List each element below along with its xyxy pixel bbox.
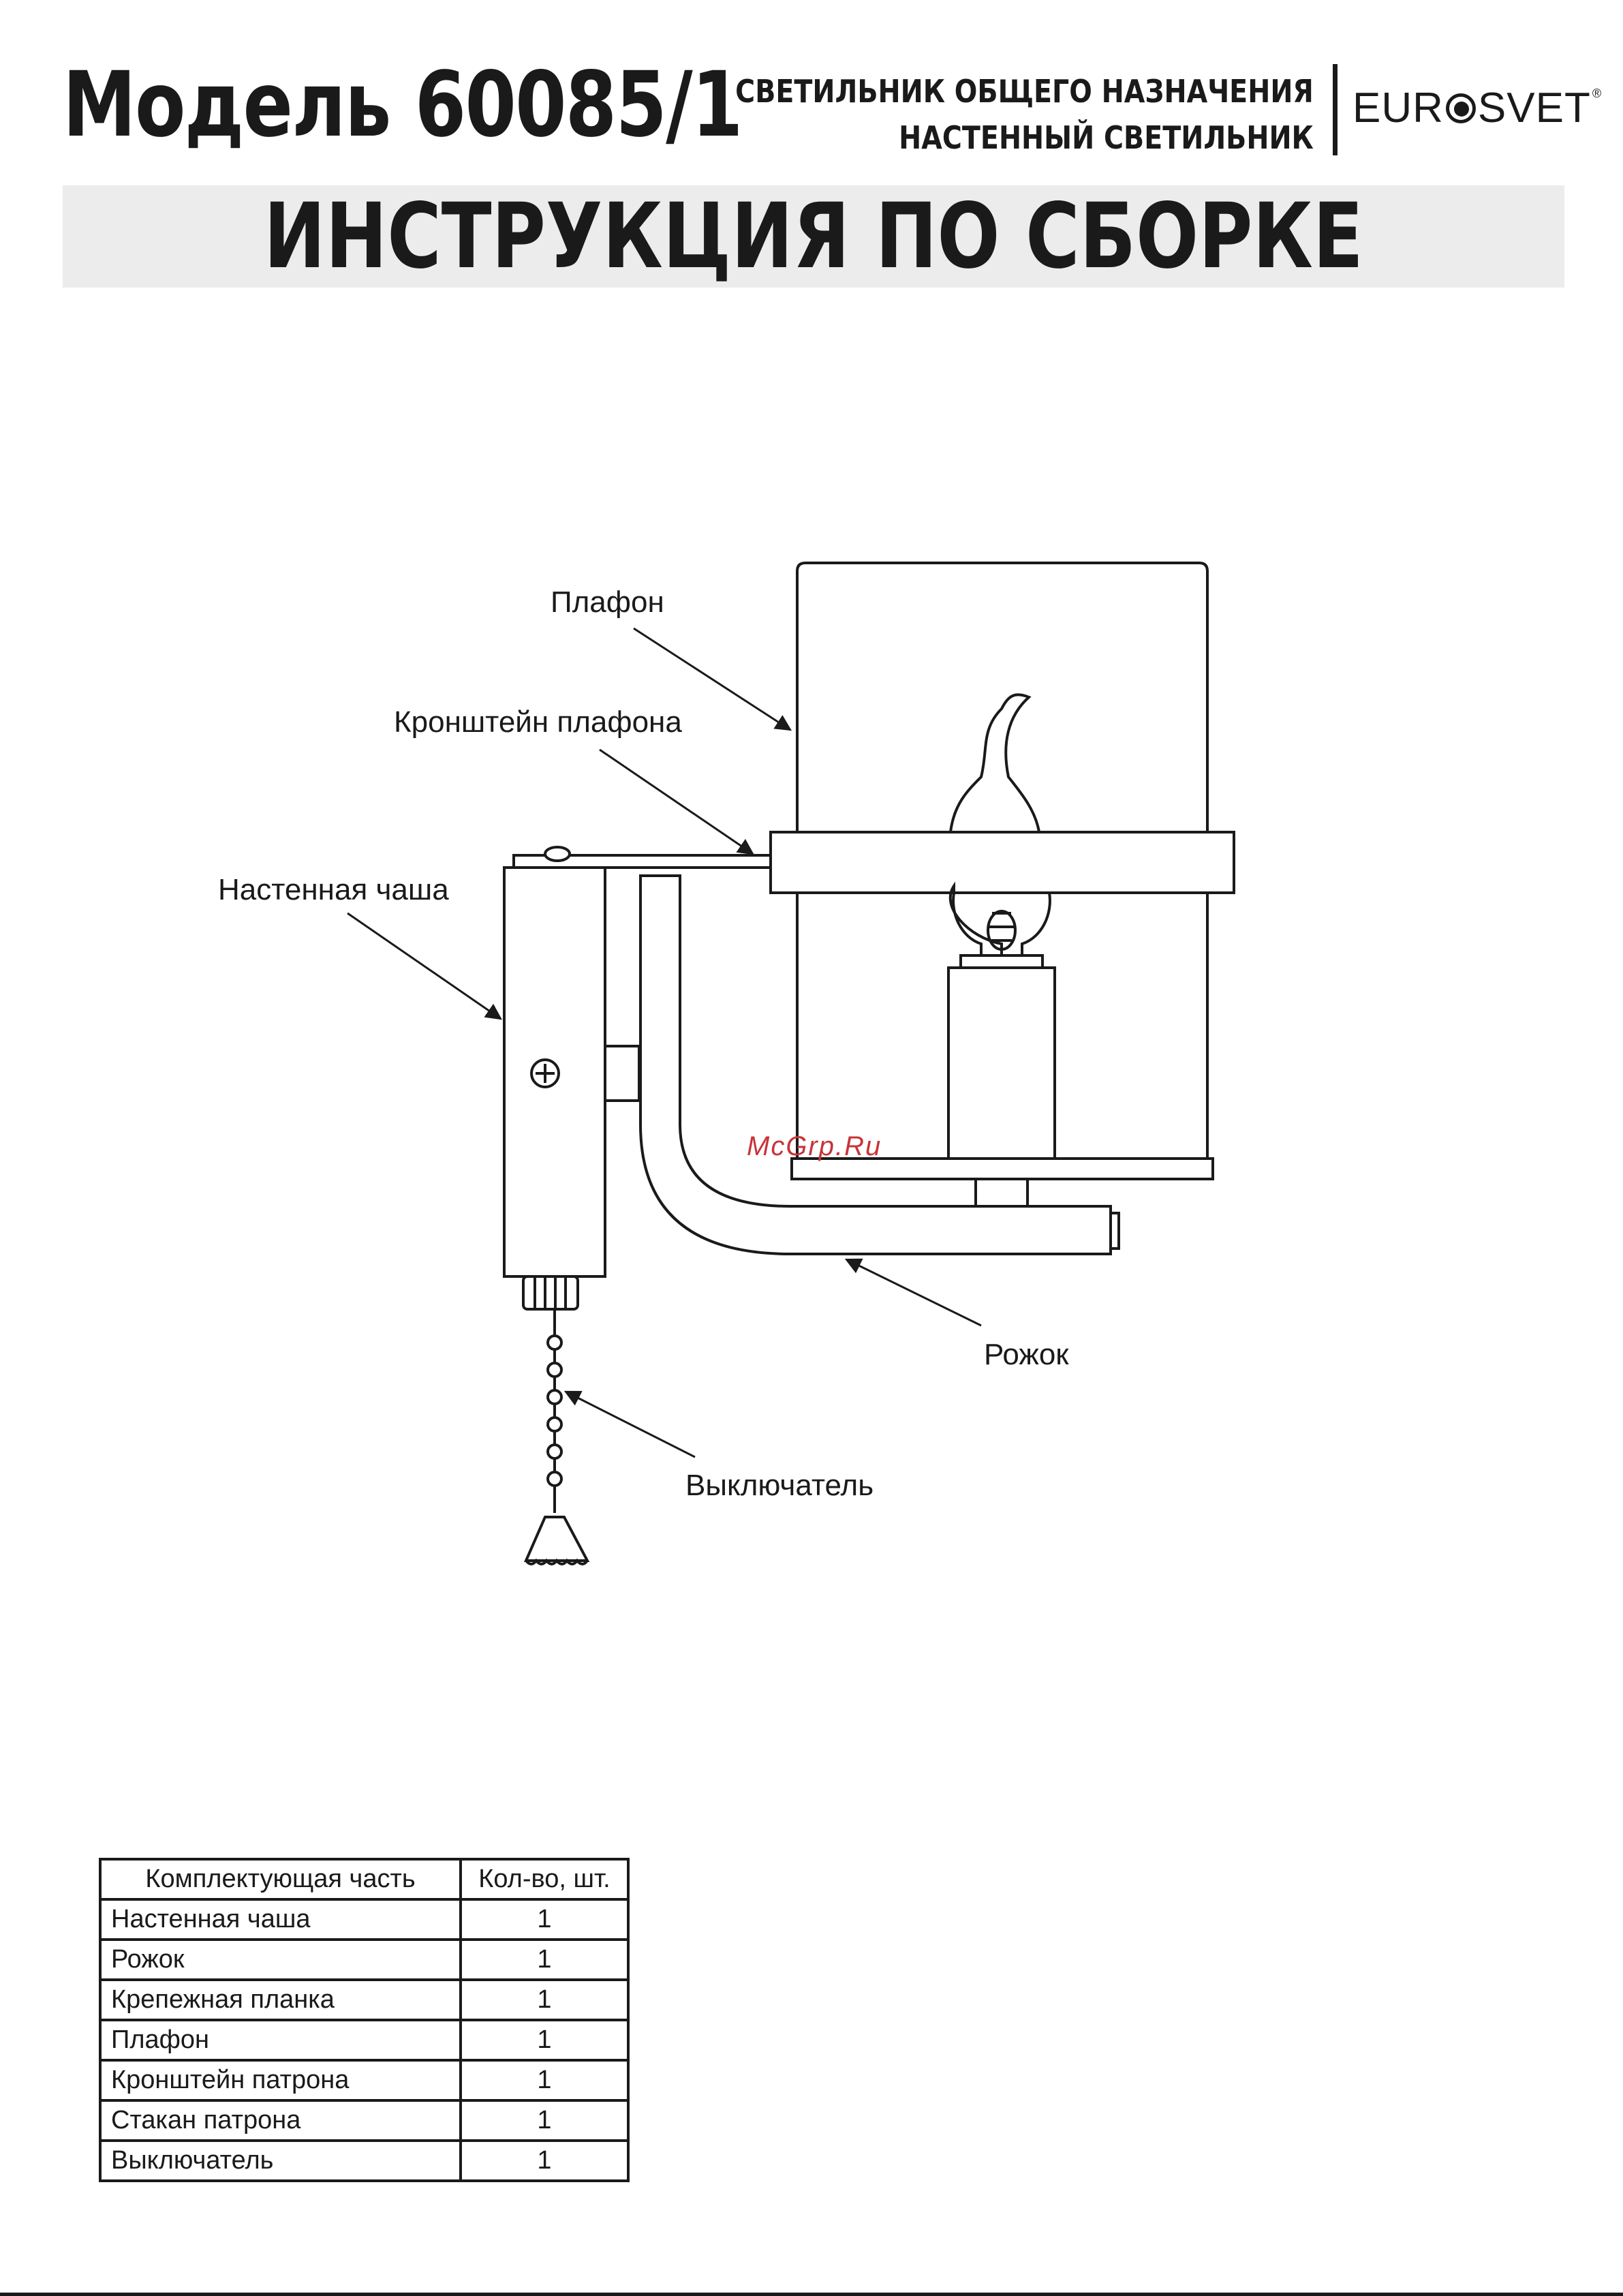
label-wall-cup: Настенная чаша: [218, 875, 449, 905]
part-qty: 1: [461, 2141, 628, 2181]
label-switch: Выключатель: [685, 1471, 874, 1501]
leader-switch: [566, 1392, 695, 1457]
table-row: Стакан патрона 1: [100, 2100, 628, 2141]
part-qty: 1: [461, 2020, 628, 2060]
part-qty: 1: [461, 2100, 628, 2141]
table-row: Плафон 1: [100, 2020, 628, 2060]
part-qty: 1: [461, 2060, 628, 2100]
leader-wall-cup: [347, 913, 501, 1019]
table-row: Кронштейн патрона 1: [100, 2060, 628, 2100]
table-header-row: Комплектующая часть Кол-во, шт.: [100, 1859, 628, 1899]
candle-cup-rim: [961, 955, 1042, 968]
table-row: Рожок 1: [100, 1940, 628, 1980]
leader-shade-bracket: [600, 750, 753, 854]
part-qty: 1: [461, 1980, 628, 2020]
bracket-nut: [545, 847, 570, 861]
part-name: Настенная чаша: [100, 1899, 461, 1940]
part-name: Выключатель: [100, 2141, 461, 2181]
part-name: Плафон: [100, 2020, 461, 2060]
column-header-part: Комплектующая часть: [100, 1859, 461, 1899]
pull-chain-icon: [526, 1309, 587, 1564]
part-name: Стакан патрона: [100, 2100, 461, 2141]
label-plafon: Плафон: [551, 587, 664, 617]
candle-bulb-icon: [950, 694, 1050, 955]
bottom-rule: [0, 2293, 1623, 2296]
part-qty: 1: [461, 1940, 628, 1980]
parts-table: Комплектующая часть Кол-во, шт. Настенна…: [99, 1858, 630, 2182]
arm-tip: [1111, 1213, 1119, 1249]
table-row: Выключатель 1: [100, 2141, 628, 2181]
leader-arm: [846, 1259, 981, 1326]
table-row: Настенная чаша 1: [100, 1899, 628, 1940]
switch-knob: [523, 1276, 578, 1309]
label-arm: Рожок: [984, 1340, 1069, 1370]
label-shade-bracket: Кронштейн плафона: [394, 707, 682, 737]
part-qty: 1: [461, 1899, 628, 1940]
screw-icon: [531, 1060, 559, 1087]
candle-cup: [948, 968, 1055, 1159]
part-name: Кронштейн патрона: [100, 2060, 461, 2100]
arm-connector: [605, 1046, 639, 1101]
part-name: Рожок: [100, 1940, 461, 1980]
column-header-qty: Кол-во, шт.: [461, 1859, 628, 1899]
table-row: Крепежная планка 1: [100, 1980, 628, 2020]
watermark: McGrp.Ru: [747, 1131, 882, 1162]
lamp-drawing: [0, 0, 1623, 1636]
part-name: Крепежная планка: [100, 1980, 461, 2020]
shade-bracket-ring: [771, 832, 1234, 893]
